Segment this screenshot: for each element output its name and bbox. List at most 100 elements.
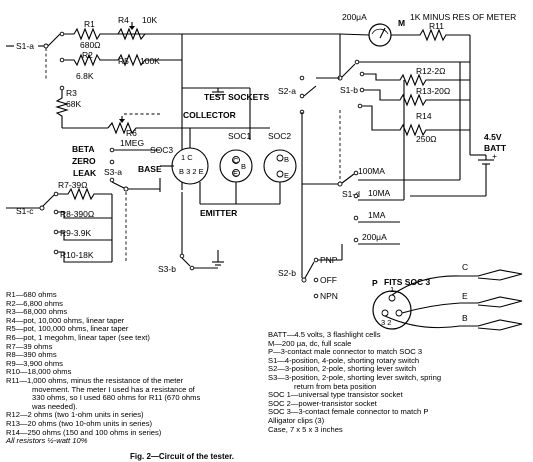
parts-list-item: was needed).	[32, 401, 78, 411]
svg-text:+: +	[492, 151, 497, 161]
parts-list-item: S3—3-position, 2-pole, shorting lever sw…	[268, 372, 442, 382]
socket-soc2: SOC2 B E	[263, 131, 297, 183]
parts-list-item: SOC 2—power-transistor socket	[268, 398, 377, 408]
parts-list-item: All resistors ½-watt 10%	[6, 436, 88, 446]
switch-s2b: S2-b PNP OFF NPN	[278, 240, 343, 301]
parts-list-item: R7—39 ohms	[6, 341, 53, 351]
parts-list-item: Case, 7 x 5 x 3 inches	[268, 424, 343, 434]
r6-value: 1MEG	[120, 138, 144, 148]
parts-list-item: P—3-contact male connector to match SOC …	[268, 347, 423, 357]
r1-label: R1	[84, 19, 95, 29]
switch-s1d: S1-d	[302, 110, 360, 243]
zero-label: ZERO	[72, 156, 96, 166]
parts-list-item: R2—6,800 ohms	[6, 298, 63, 308]
resistor-r11: R11	[408, 21, 471, 155]
resistor-r14: R14 250Ω	[362, 105, 470, 144]
switch-s2a: S2-a	[278, 75, 340, 240]
meter-m: 200μA M 1K MINUS RES OF METER	[339, 12, 516, 47]
socket-soc1: SOC1 C B E	[219, 131, 253, 183]
s2b-label: S2-b	[278, 268, 296, 278]
parts-list-item: SOC 1—universal type transistor socket	[268, 390, 403, 400]
s1a-label: S1-a	[16, 41, 34, 51]
parts-list-item: S2—3-position, 2-pole, shorting lever sw…	[268, 364, 417, 374]
r14-value: 250Ω	[416, 134, 437, 144]
socket-soc3: SOC3 COLLECTOR 1 C B 3 2 E BASE	[138, 110, 236, 185]
soc1-label: SOC1	[228, 131, 251, 141]
resistor-r12: R12-2Ω	[364, 66, 470, 87]
resistor-r10: R10-18K	[58, 250, 112, 263]
parts-list-item: R13—20 ohms (two 10-ohm units in series)	[6, 418, 153, 428]
parts-list-item: SOC 3—3-contact female connector to matc…	[268, 407, 429, 417]
r9-label: R9-3.9K	[60, 228, 92, 238]
beta-label: BETA	[72, 144, 95, 154]
r14-label: R14	[416, 111, 432, 121]
pot-r6: R6 1MEG	[107, 113, 182, 148]
switch-s3b: S3-b	[158, 192, 224, 274]
off-label: OFF	[320, 275, 337, 285]
s3b-label: S3-b	[158, 264, 176, 274]
range-100ma: 100MA	[358, 166, 385, 176]
alligator-clips: C E B	[460, 262, 523, 331]
parts-list-item: movement. The meter I used has a resista…	[32, 384, 195, 394]
plug-pins: 3 2	[381, 318, 391, 327]
resistor-r13: R13-20Ω	[364, 86, 470, 107]
s1b-label: S1-b	[340, 85, 358, 95]
range-1ma: 1MA	[368, 210, 386, 220]
plug-title: FITS SOC 3	[384, 277, 431, 287]
resistor-r7: R7-39Ω	[58, 180, 112, 201]
range-200ua: 200μA	[362, 232, 387, 242]
resistor-r8: R8-390Ω	[58, 209, 112, 219]
pot-r5: R5 100K	[114, 53, 182, 67]
soc3-pins: B 3 2 E	[179, 167, 204, 176]
parts-list-item: R9—3,900 ohms	[6, 358, 63, 368]
r4-value: 10K	[142, 15, 157, 25]
switch-s1c: S1-c	[6, 191, 59, 255]
r5-value: 100K	[140, 56, 160, 66]
resistor-r1: R1 680Ω	[64, 19, 182, 50]
r10-label: R10-18K	[60, 250, 94, 260]
soc1-pin-e: E	[233, 169, 238, 178]
r8-label: R8-390Ω	[60, 209, 94, 219]
s1c-label: S1-c	[16, 206, 34, 216]
parts-list-item: R10—18,000 ohms	[6, 367, 72, 377]
soc1-pin-b: B	[241, 162, 246, 171]
resistor-r9: R9-3.9K	[58, 228, 112, 241]
s3a-label: S3-a	[104, 167, 122, 177]
switch-s1a: S1-a	[6, 31, 65, 91]
parts-list-item: Alligator clips (3)	[268, 415, 325, 425]
plug-p-label: P	[372, 278, 378, 288]
parts-list-item: R11—1,000 ohms, minus the resistance of …	[6, 375, 184, 385]
r2-label: R2	[82, 50, 93, 60]
r1-value: 680Ω	[80, 40, 101, 50]
test-sockets-heading: TEST SOCKETS	[182, 87, 270, 140]
soc3-label: SOC3	[150, 145, 173, 155]
battery-label: BATT	[484, 143, 507, 153]
parts-list-item: R12—2 ohms (two 1-ohm units in series)	[6, 410, 144, 420]
parts-list-left: R1—680 ohms R2—6,800 ohms R3—68,000 ohms…	[6, 290, 268, 446]
range-10ma: 10MA	[368, 188, 391, 198]
leak-label: LEAK	[73, 168, 97, 178]
soc2-pin-e: E	[284, 171, 289, 180]
base-label: BASE	[138, 164, 162, 174]
r3-value: 68K	[66, 99, 81, 109]
meter-symbol: M	[398, 18, 405, 28]
test-sockets-title: TEST SOCKETS	[204, 92, 270, 102]
parts-list-item: R1—680 ohms	[6, 290, 57, 299]
parts-list-item: S1—4-position, 4-pole, shorting rotary s…	[268, 355, 420, 365]
parts-list-item: M—200 μa, dc, full scale	[268, 338, 352, 348]
meter-note: 1K MINUS RES OF METER	[410, 12, 516, 22]
parts-list-item: R3—68,000 ohms	[6, 307, 68, 317]
meter-range: 200μA	[342, 12, 367, 22]
clip-c-label: C	[462, 262, 468, 272]
clip-e-label: E	[462, 291, 468, 301]
switch-s3a: BETA ZERO LEAK S3-a	[72, 144, 160, 262]
r11-label: R11	[429, 21, 444, 31]
parts-list-item: R4—pot, 10,000 ohms, linear taper	[6, 315, 125, 325]
range-labels: 100MA 10MA 1MA 200μA	[358, 166, 391, 242]
parts-list-item: BATT—4.5 volts, 3 flashlight cells	[268, 330, 381, 339]
parts-list-item: R5—pot, 100,000 ohms, linear taper	[6, 324, 129, 334]
soc2-pin-b: B	[284, 155, 289, 164]
r3-label: R3	[66, 88, 77, 98]
npn-label: NPN	[320, 291, 338, 301]
